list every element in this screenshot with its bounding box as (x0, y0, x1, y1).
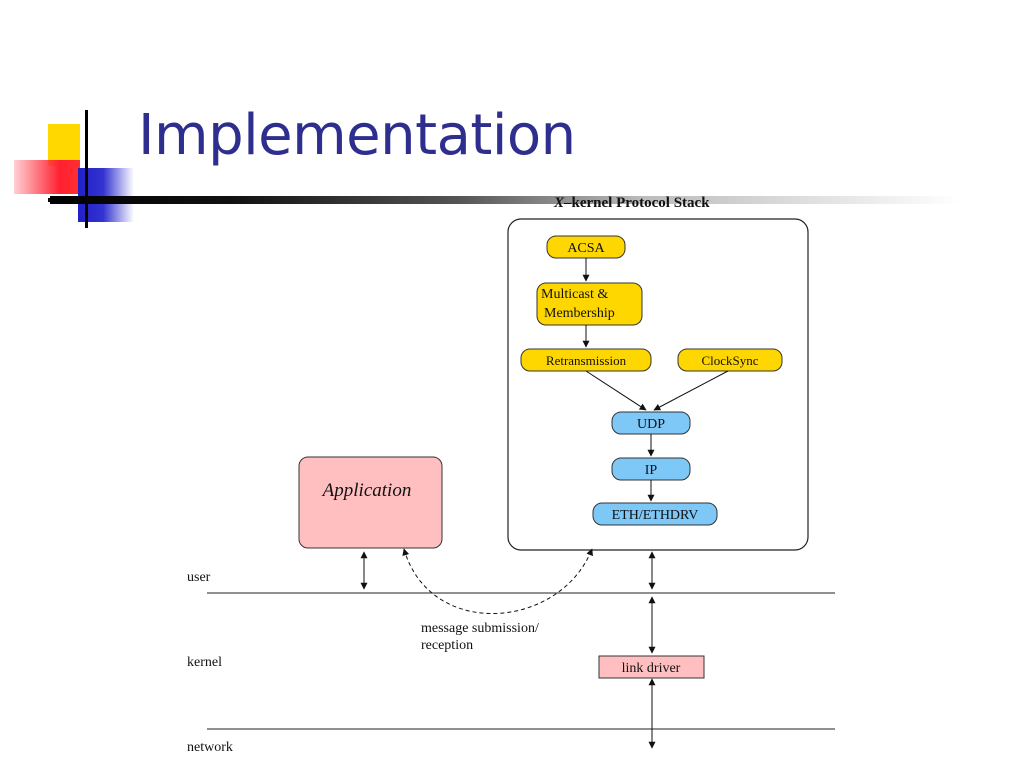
stack-title-prefix: X (553, 195, 565, 211)
node-link-driver-label: link driver (622, 661, 681, 676)
node-application-label: Application (321, 480, 412, 501)
stack-title-rest: –kernel Protocol Stack (563, 195, 710, 211)
message-submission-arc (402, 548, 593, 614)
stack-title: X–kernel Protocol Stack (553, 195, 710, 211)
node-multicast-label-line2: Membership (544, 306, 615, 321)
node-udp-label: UDP (637, 417, 665, 432)
node-acsa: ACSA (546, 235, 626, 259)
annotation-line2: reception (421, 638, 473, 653)
node-link-driver: link driver (598, 655, 705, 679)
node-eth-label: ETH/ETHDRV (612, 508, 699, 523)
slide-title: Implementation (138, 103, 576, 168)
annotation-line1: message submission/ (421, 621, 539, 636)
arrow-retransmission-to-udp (585, 370, 647, 411)
node-clocksync-label: ClockSync (701, 353, 758, 368)
title-underline-rule (50, 196, 960, 204)
arrow-clocksync-to-udp (653, 370, 729, 411)
node-udp: UDP (611, 411, 691, 435)
layer-label-kernel: kernel (187, 655, 222, 670)
node-eth-ethdrv: ETH/ETHDRV (592, 502, 718, 526)
node-application: Application (298, 456, 443, 549)
node-ip-label: IP (645, 463, 658, 478)
layer-label-network: network (187, 740, 233, 755)
node-clocksync: ClockSync (677, 348, 783, 372)
node-acsa-label: ACSA (567, 241, 605, 256)
node-ip: IP (611, 457, 691, 481)
title-decoration-vertical-line (85, 110, 88, 228)
node-retransmission: Retransmission (520, 348, 652, 372)
title-decoration-yellow-square (48, 124, 80, 166)
node-retransmission-label: Retransmission (546, 353, 627, 368)
node-multicast-membership: Multicast & Membership (536, 282, 643, 326)
protocol-stack-container (507, 218, 809, 551)
title-decoration-red-square (14, 160, 80, 194)
node-multicast-label-line1: Multicast & (541, 287, 608, 302)
layer-label-user: user (187, 570, 211, 585)
